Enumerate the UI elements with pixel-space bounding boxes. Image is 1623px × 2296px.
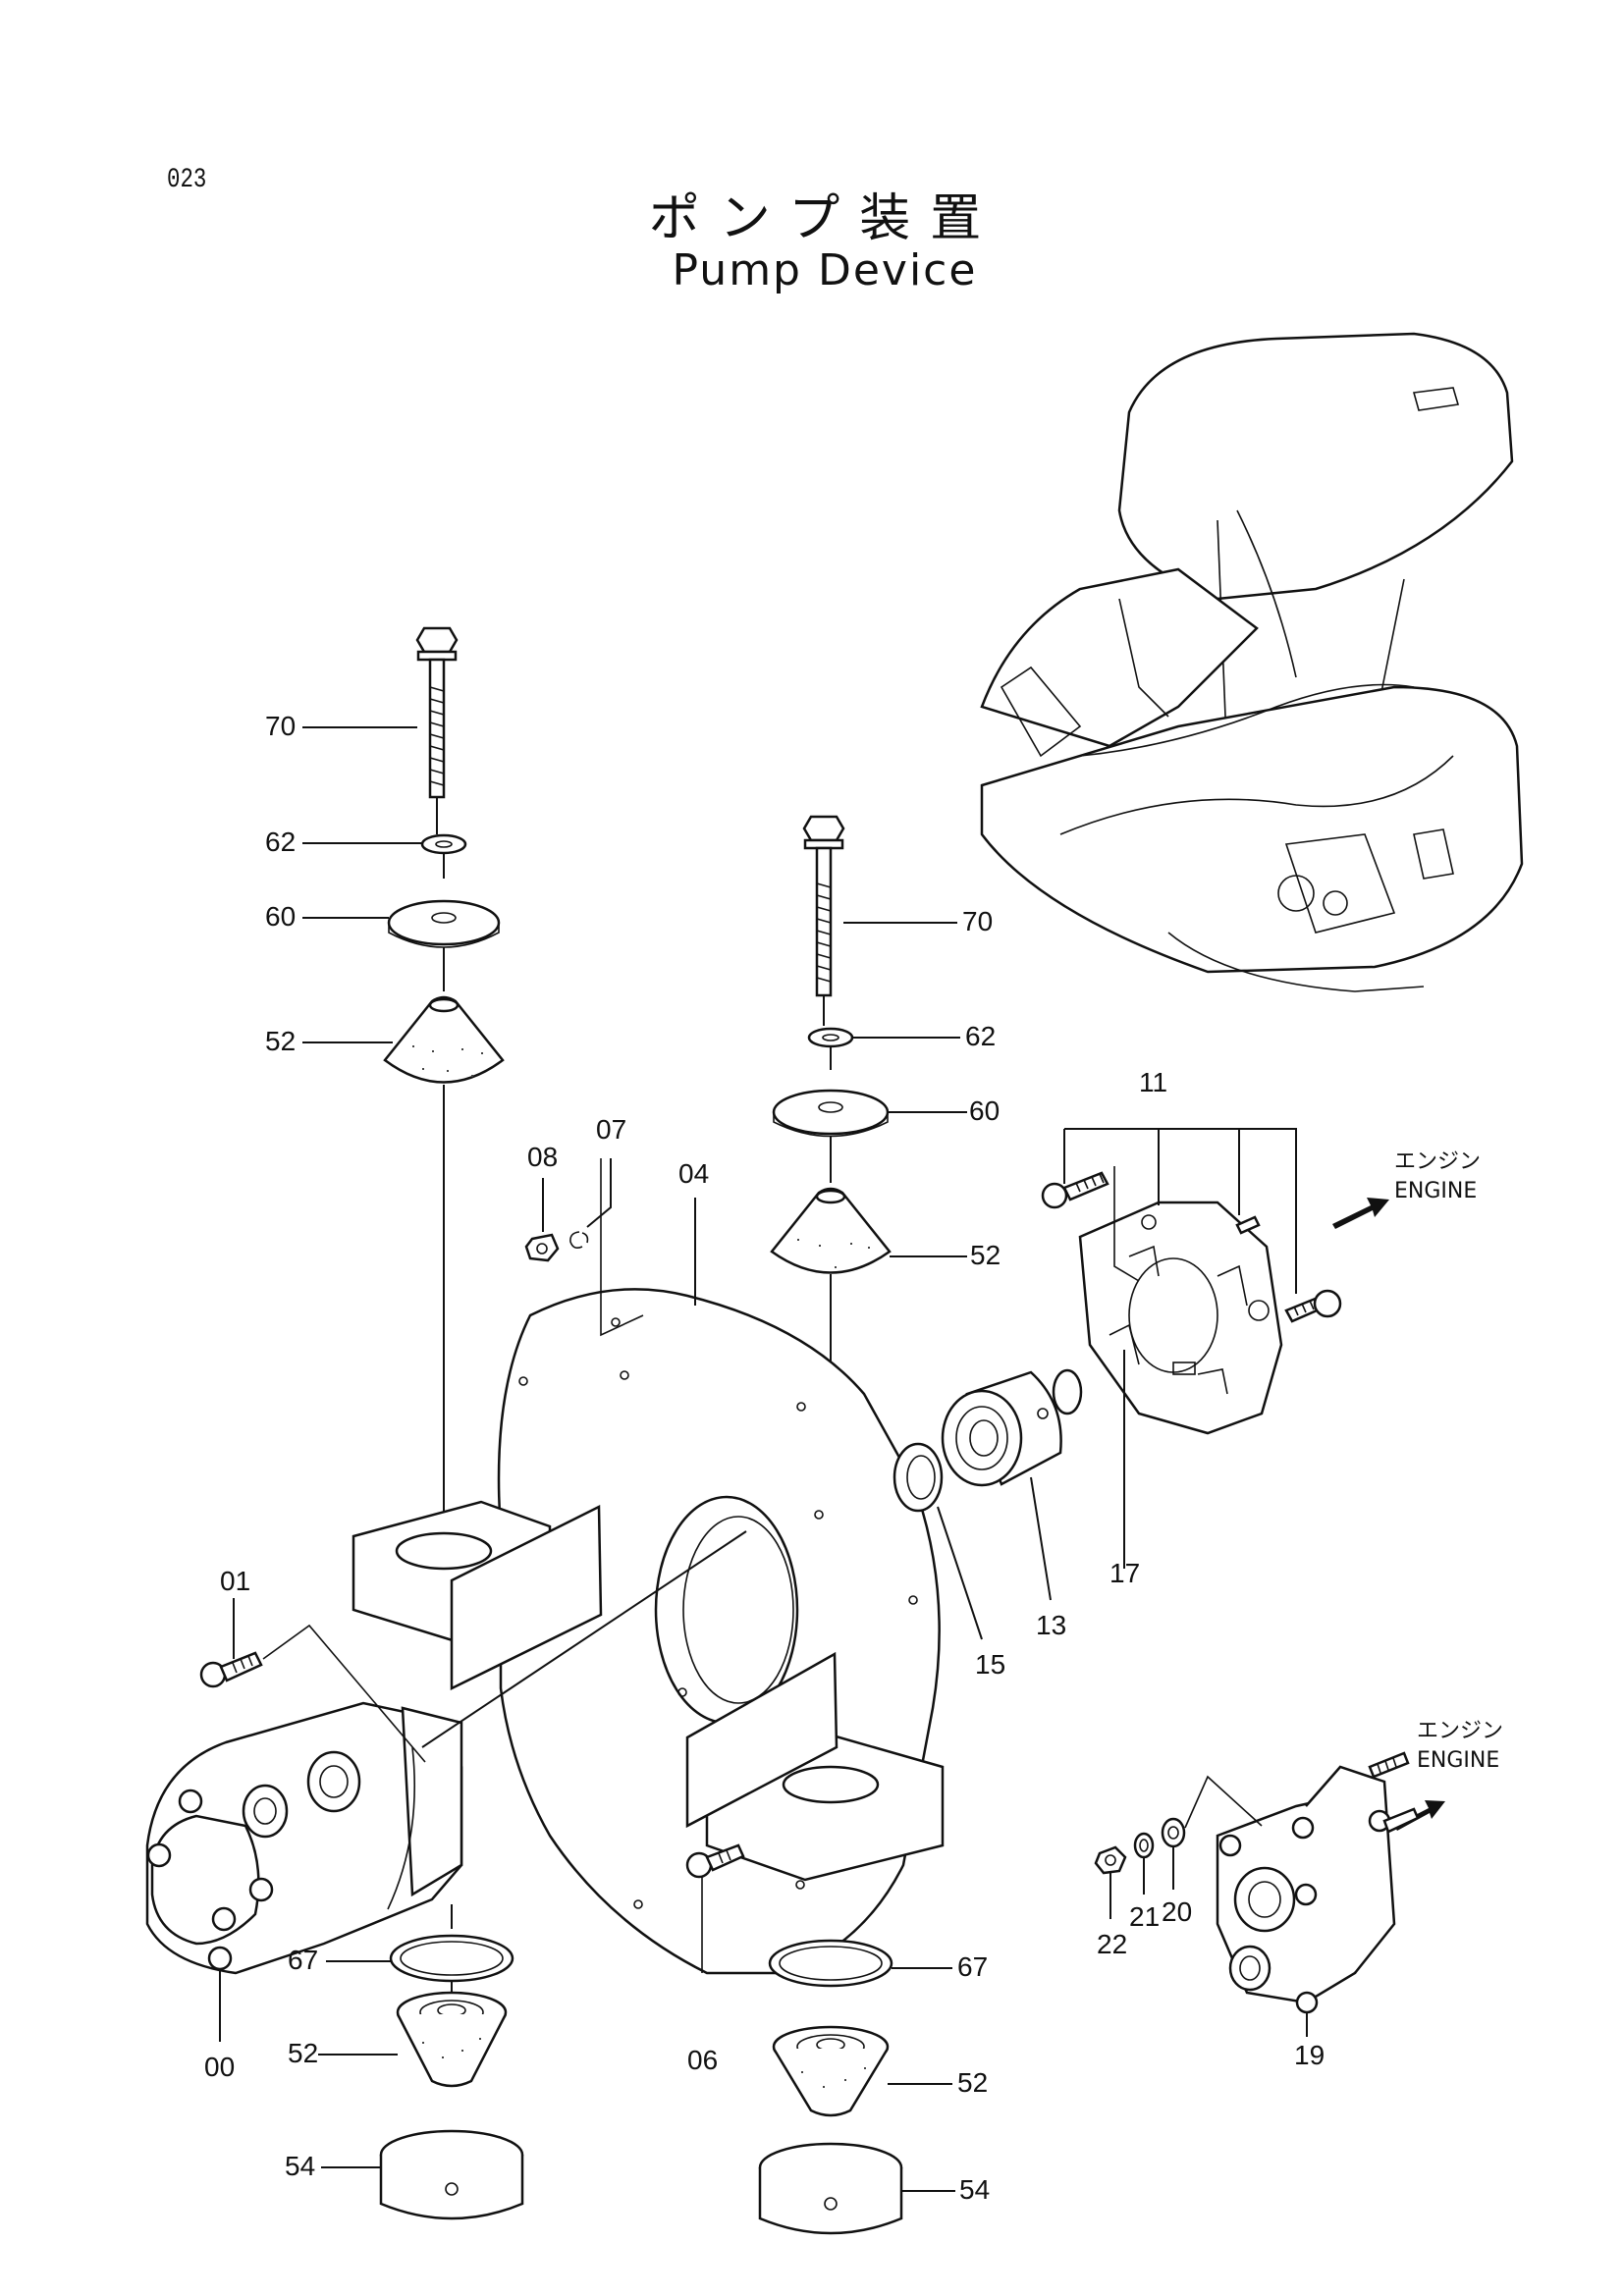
callout-08: 08: [527, 1142, 558, 1172]
callout-11: 11: [1139, 1067, 1167, 1097]
callout-15: 15: [975, 1649, 1005, 1680]
nut-08: [524, 1233, 560, 1262]
oring-17: [1052, 1368, 1083, 1415]
excavator-illustration: [980, 332, 1524, 992]
callout-22: 22: [1097, 1929, 1127, 1959]
callout-60-left: 60: [265, 901, 296, 932]
coupling-11: [1078, 1201, 1283, 1435]
plate-60-left: [387, 899, 501, 948]
callout-04: 04: [678, 1158, 709, 1189]
bracket-04: [352, 1288, 945, 1975]
callout-62-right: 62: [965, 1021, 996, 1051]
callout-54-left: 54: [285, 2151, 315, 2181]
callout-17: 17: [1109, 1558, 1140, 1588]
callout-67-right: 67: [957, 1951, 988, 1982]
washer-21: [1133, 1832, 1155, 1859]
seal-15: [893, 1442, 944, 1513]
washer-62-left: [420, 833, 467, 855]
callout-60-right: 60: [969, 1095, 1000, 1126]
bolt-01: [199, 1651, 263, 1688]
mount-52-right: [772, 2025, 890, 2117]
page-code: 023: [167, 165, 207, 195]
callout-13: 13: [1036, 1610, 1066, 1640]
callout-21: 21: [1129, 1901, 1160, 1932]
washer-20: [1161, 1817, 1186, 1848]
washer-62-right: [807, 1027, 854, 1048]
callout-07: 07: [596, 1114, 626, 1145]
cup-54-right: [758, 2142, 903, 2235]
bolt-06: [685, 1843, 745, 1879]
callout-01: 01: [220, 1566, 250, 1596]
cup-54-left: [379, 2129, 524, 2220]
gear-pump-stud: [1368, 1751, 1410, 1779]
callout-54-right: 54: [959, 2174, 990, 2205]
callout-20: 20: [1162, 1896, 1192, 1927]
callout-52-mount-right: 52: [957, 2067, 988, 2098]
hub-13: [941, 1370, 1062, 1487]
callout-06: 06: [687, 2045, 718, 2075]
title-japanese: ポンプ装置: [648, 189, 1001, 248]
callout-52-right: 52: [970, 1240, 1001, 1270]
engine-label-en-lower: ENGINE: [1417, 1748, 1499, 1773]
bolt-70-right: [802, 815, 845, 997]
bolt-70-left: [415, 626, 459, 799]
callout-70-left: 70: [265, 711, 296, 741]
coupling-pin: [1235, 1215, 1261, 1235]
callout-70-right: 70: [962, 906, 993, 936]
title-english: Pump Device: [672, 245, 978, 295]
nut-22: [1094, 1845, 1127, 1875]
callout-67-left: 67: [288, 1945, 318, 1975]
mount-52-left: [396, 1991, 508, 2088]
coupling-bolt-left: [1041, 1171, 1109, 1209]
callout-00: 00: [204, 2052, 235, 2082]
ring-67-right: [768, 1939, 893, 1988]
pump-00: [145, 1701, 463, 1975]
callout-62-left: 62: [265, 827, 296, 857]
gear-pump-19: [1216, 1765, 1420, 2014]
coupling-bolt-right: [1284, 1289, 1342, 1323]
lockwasher-07: [569, 1231, 589, 1249]
cushion-52-left: [383, 995, 505, 1084]
callout-19: 19: [1294, 2040, 1325, 2070]
engine-label-jp-lower: エンジン: [1417, 1719, 1503, 1743]
callout-52-left: 52: [265, 1026, 296, 1056]
cushion-52-right: [770, 1187, 892, 1274]
callout-52-mount-left: 52: [288, 2038, 318, 2068]
arrow-engine-upper: [1332, 1198, 1389, 1229]
ring-67-left: [389, 1934, 514, 1983]
engine-label-en-upper: ENGINE: [1394, 1179, 1477, 1203]
engine-label-jp-upper: エンジン: [1394, 1149, 1481, 1174]
plate-60-right: [772, 1089, 890, 1138]
